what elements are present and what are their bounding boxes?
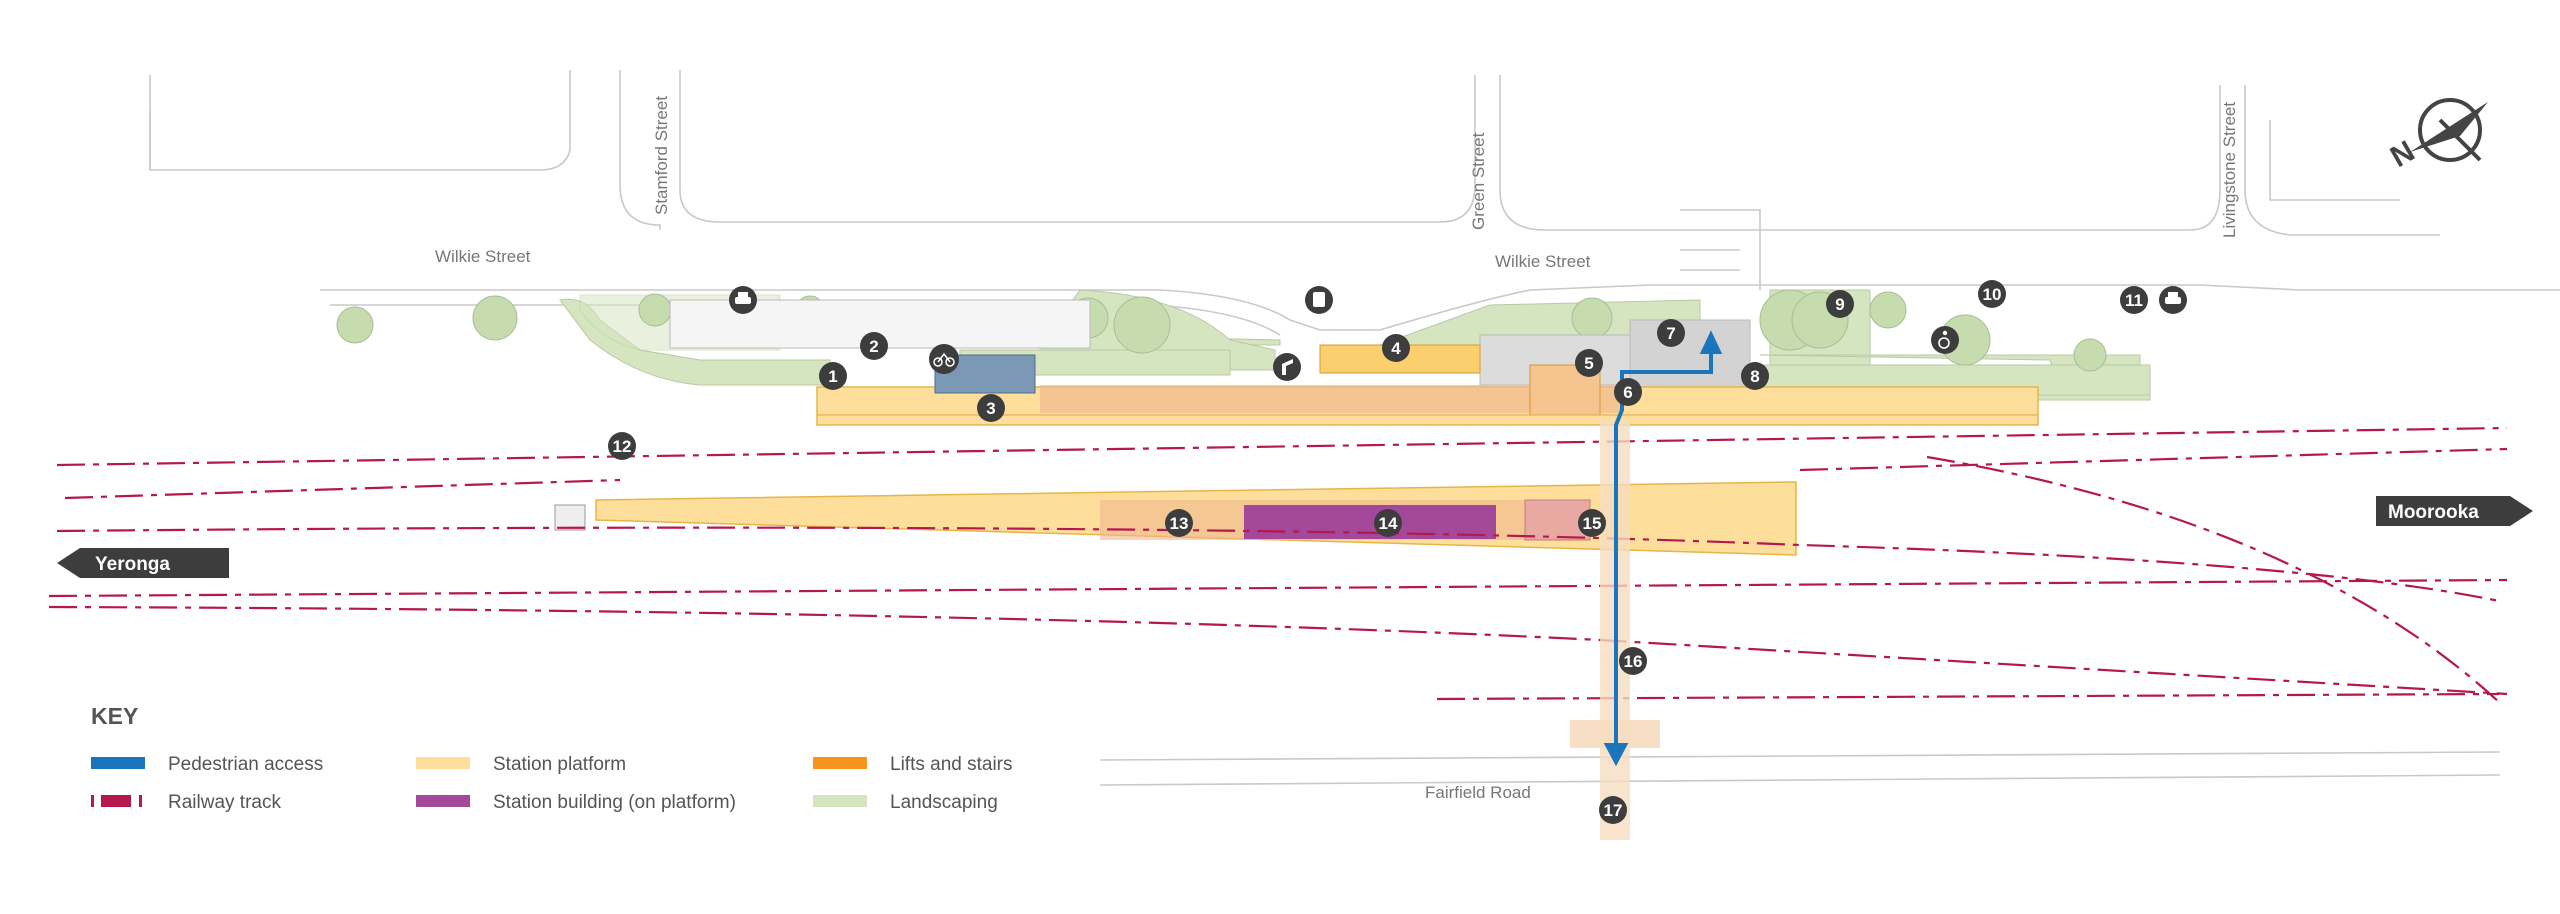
marker-10: 10 xyxy=(1978,280,2006,308)
car-park-icon xyxy=(2159,286,2187,314)
direction-moorooka: Moorooka xyxy=(2376,496,2533,526)
svg-text:4: 4 xyxy=(1391,339,1401,358)
street-label-fairfield: Fairfield Road xyxy=(1425,783,1531,802)
key-item-railway-track: Railway track xyxy=(91,792,281,813)
svg-text:11: 11 xyxy=(2125,291,2143,310)
svg-text:Moorooka: Moorooka xyxy=(2388,502,2479,523)
svg-text:Lifts and stairs: Lifts and stairs xyxy=(890,754,1013,775)
key-item-pedestrian-access: Pedestrian access xyxy=(91,754,323,775)
svg-text:Pedestrian access: Pedestrian access xyxy=(168,754,323,775)
marker-7: 7 xyxy=(1657,319,1685,347)
marker-16: 16 xyxy=(1619,647,1647,675)
svg-text:15: 15 xyxy=(1583,514,1602,533)
svg-text:1: 1 xyxy=(828,367,837,386)
svg-text:Landscaping: Landscaping xyxy=(890,792,998,813)
svg-text:Yeronga: Yeronga xyxy=(95,554,170,575)
street-label-stamford: Stamford Street xyxy=(652,96,671,215)
svg-text:5: 5 xyxy=(1584,354,1593,373)
accessible-parking-icon xyxy=(1931,326,1959,354)
bicycle-icon xyxy=(929,344,959,374)
property-lines xyxy=(149,70,2560,786)
svg-text:Station platform: Station platform xyxy=(493,754,626,775)
map-key: KEY Pedestrian access Railway track Stat… xyxy=(91,703,1013,813)
svg-text:9: 9 xyxy=(1835,295,1844,314)
marker-2: 2 xyxy=(860,332,888,360)
compass-icon: N xyxy=(2385,98,2488,174)
svg-text:17: 17 xyxy=(1604,801,1623,820)
key-item-station-platform: Station platform xyxy=(416,754,626,775)
key-item-landscaping: Landscaping xyxy=(813,792,998,813)
street-label-wilkie: Wilkie Street xyxy=(435,247,531,266)
marker-6: 6 xyxy=(1614,378,1642,406)
svg-text:10: 10 xyxy=(1983,285,2002,304)
svg-text:N: N xyxy=(2385,135,2420,174)
bus-stop-icon xyxy=(1305,286,1333,314)
svg-text:12: 12 xyxy=(613,437,632,456)
svg-text:8: 8 xyxy=(1750,367,1759,386)
marker-1: 1 xyxy=(819,362,847,390)
svg-text:Station building (on platform): Station building (on platform) xyxy=(493,792,736,813)
svg-text:16: 16 xyxy=(1624,652,1643,671)
marker-4: 4 xyxy=(1382,334,1410,362)
street-label-livingstone: Livingstone Street xyxy=(2220,102,2239,238)
marker-11: 11 xyxy=(2120,286,2148,314)
direction-yeronga: Yeronga xyxy=(57,548,229,578)
key-item-station-building: Station building (on platform) xyxy=(416,792,736,813)
platform-2 xyxy=(554,481,1797,556)
marker-14: 14 xyxy=(1374,509,1402,537)
marker-15: 15 xyxy=(1578,509,1606,537)
marker-3: 3 xyxy=(977,394,1005,422)
key-item-lifts-and-stairs: Lifts and stairs xyxy=(813,754,1013,775)
svg-text:Railway track: Railway track xyxy=(168,792,281,813)
marker-17: 17 xyxy=(1599,796,1627,824)
car-park-icon xyxy=(729,286,757,314)
kiss-and-ride-icon xyxy=(1273,353,1301,381)
marker-8: 8 xyxy=(1741,362,1769,390)
street-label-wilkie: Wilkie Street xyxy=(1495,252,1591,271)
marker-5: 5 xyxy=(1575,349,1603,377)
svg-text:3: 3 xyxy=(986,399,995,418)
svg-text:6: 6 xyxy=(1623,383,1632,402)
railway-tracks xyxy=(48,426,2508,703)
marker-13: 13 xyxy=(1165,509,1193,537)
marker-9: 9 xyxy=(1826,290,1854,318)
svg-text:2: 2 xyxy=(869,337,878,356)
svg-text:13: 13 xyxy=(1170,514,1189,533)
marker-12: 12 xyxy=(608,432,636,460)
svg-text:7: 7 xyxy=(1666,324,1675,343)
key-title: KEY xyxy=(91,703,138,729)
svg-text:14: 14 xyxy=(1379,514,1398,533)
street-label-green: Green Street xyxy=(1469,132,1488,230)
